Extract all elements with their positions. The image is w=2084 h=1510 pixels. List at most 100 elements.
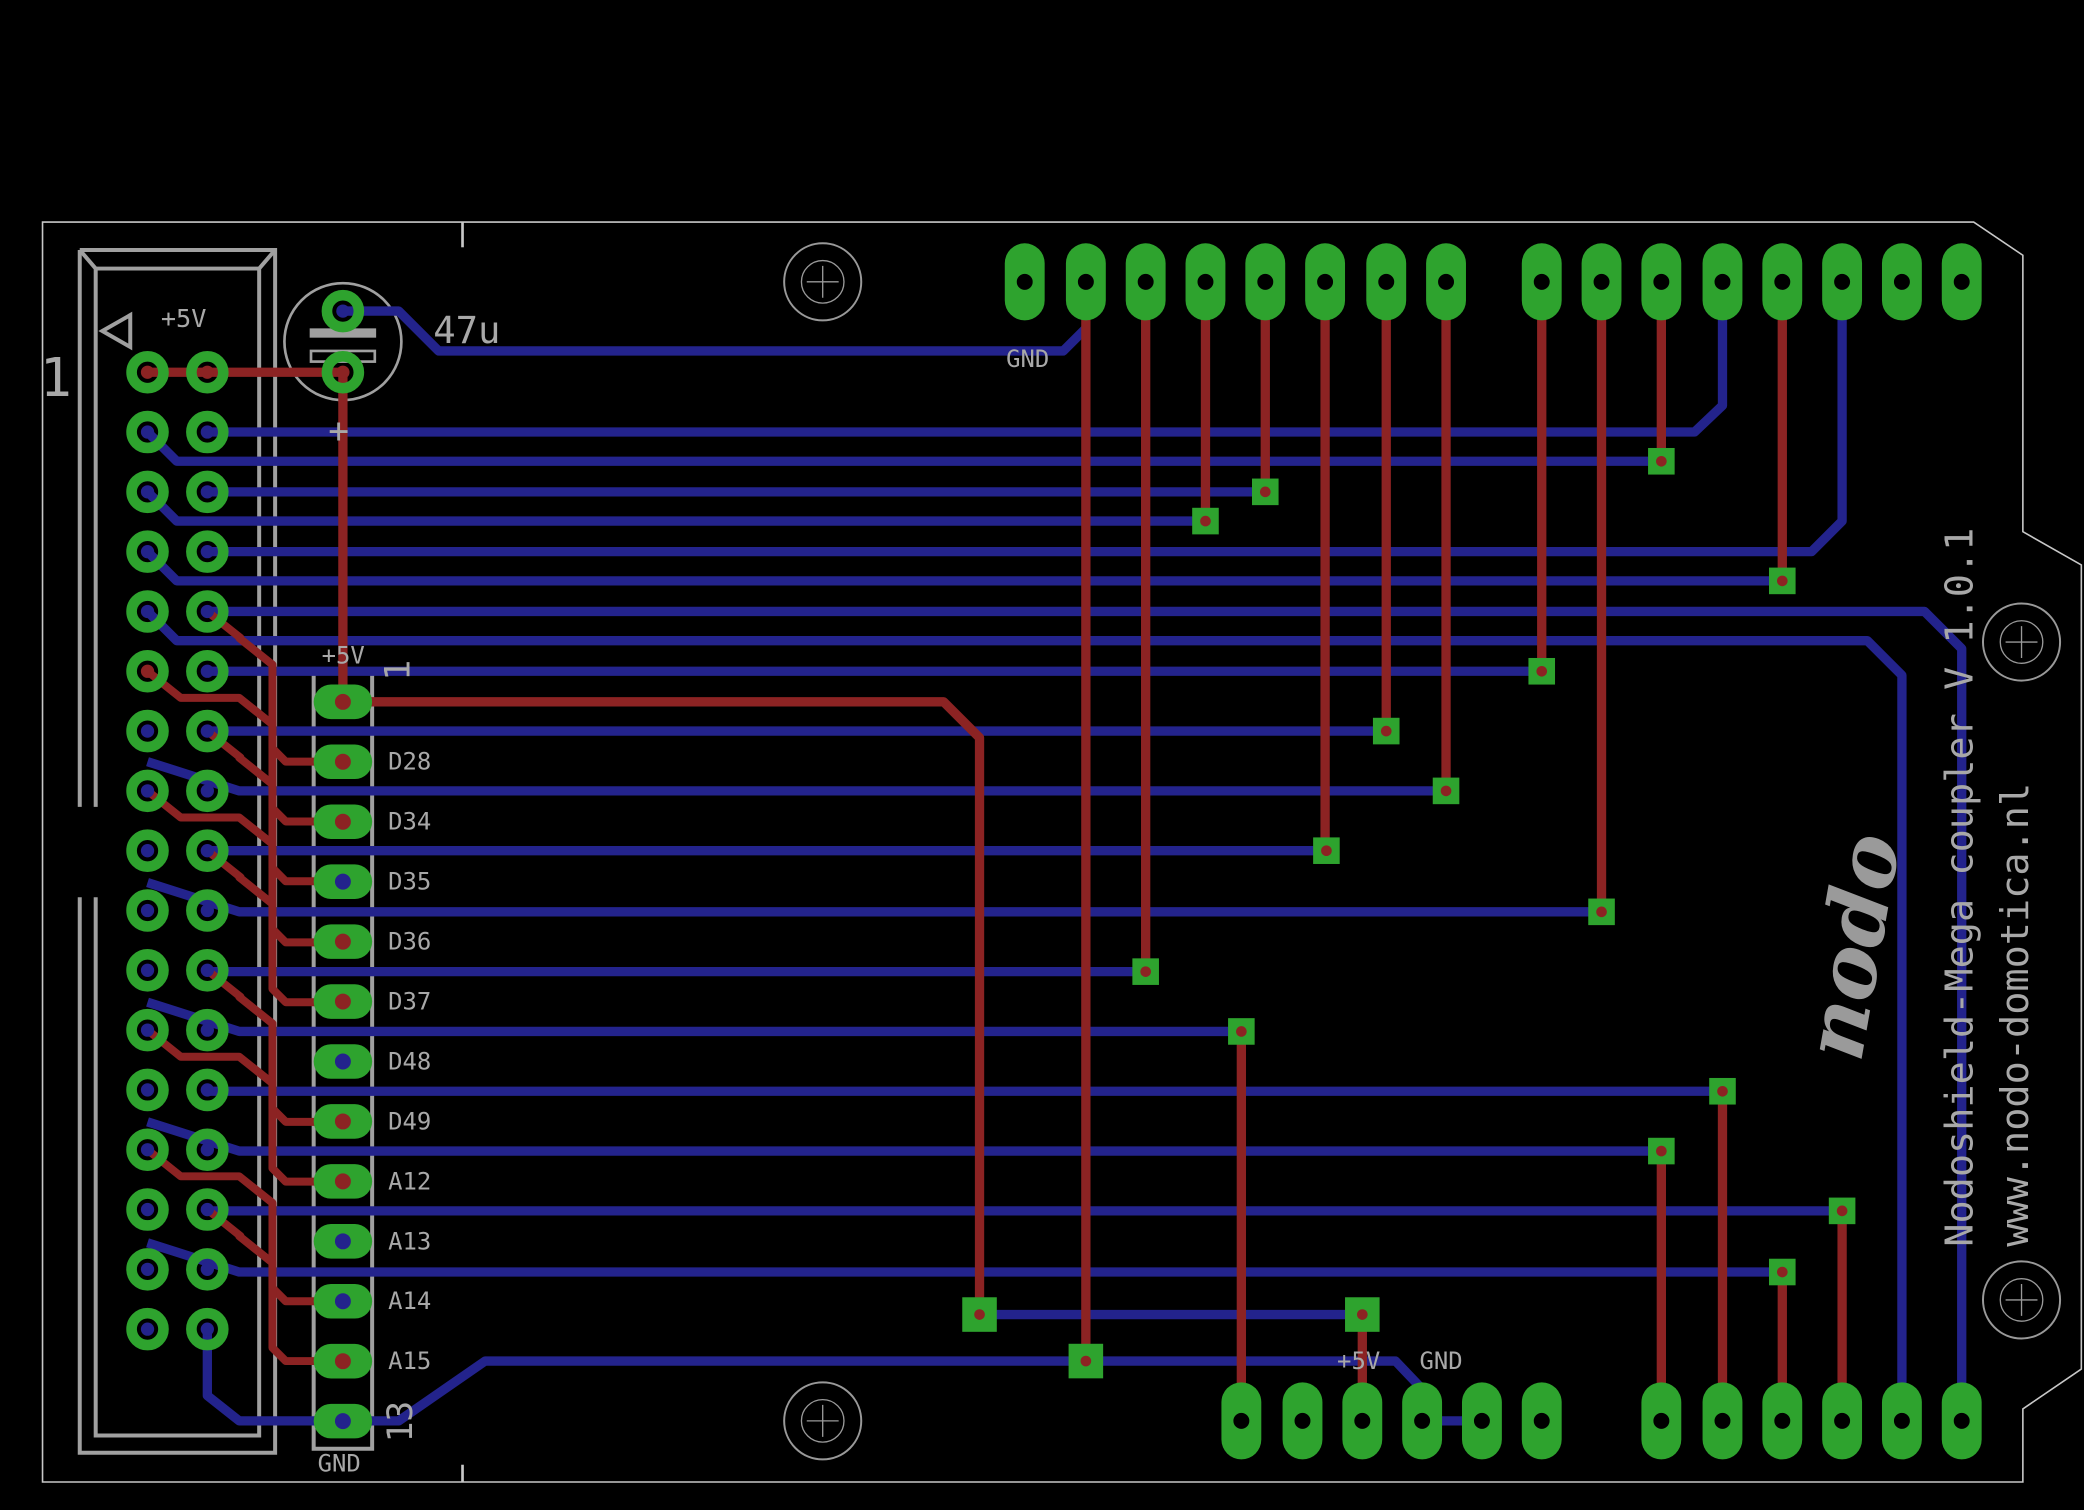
header-pad — [126, 530, 169, 573]
header-pad — [126, 1128, 169, 1172]
header-pad — [186, 1008, 229, 1052]
header-pad-drill — [140, 425, 155, 439]
header-oval-pad-drill — [1016, 273, 1033, 290]
sil-pad-drill — [334, 1113, 351, 1130]
header-pad — [126, 650, 169, 693]
header-pad-drill — [200, 425, 214, 439]
header-oval-pad-drill — [1653, 1412, 1670, 1429]
bottom-trace — [146, 997, 1242, 1037]
header-pad — [186, 530, 229, 573]
mounting-hole-ring — [800, 259, 845, 304]
header-oval-pad-drill — [1714, 273, 1731, 290]
mounting-hole-ring — [1999, 1277, 2044, 1322]
bottom-5v-label: +5V — [1337, 1347, 1380, 1375]
header-pad — [126, 410, 169, 454]
via-drill — [1140, 966, 1151, 977]
capacitor-pad — [321, 350, 365, 394]
bottom-trace — [342, 306, 1090, 356]
header-pad-drill — [140, 724, 155, 738]
header-pad-drill — [200, 604, 214, 619]
mounting-hole-cross — [806, 1404, 839, 1437]
mounting-hole-cross — [2005, 1283, 2038, 1316]
header-outline — [77, 247, 278, 1455]
header-oval-pad-drill — [1774, 273, 1791, 290]
sil-pin-label: D34 — [388, 808, 431, 836]
header-oval-pad-drill — [1834, 1412, 1851, 1429]
header-pad — [126, 1307, 169, 1351]
header-pad — [126, 1248, 169, 1291]
header-oval-pad-drill — [1137, 273, 1154, 290]
header-pad-drill — [200, 664, 214, 678]
top-trace — [204, 608, 343, 766]
top-trace — [342, 697, 985, 1315]
via-drill — [974, 1309, 985, 1320]
header-oval-pad-drill — [1533, 273, 1550, 290]
bottom-trace — [146, 1238, 1783, 1277]
sil-pad-drill — [334, 753, 351, 770]
bottom-trace — [207, 281, 1847, 557]
board-outline — [41, 221, 2083, 1483]
header-pad — [186, 949, 229, 992]
header-pad-drill — [140, 784, 155, 798]
top-trace — [204, 727, 343, 886]
header-oval-pad-drill — [1294, 1412, 1311, 1429]
via-drill — [1536, 665, 1548, 677]
via-drill — [1080, 1355, 1092, 1367]
top-trace — [204, 967, 343, 1126]
top-trace — [145, 1146, 343, 1306]
header-pad-drill — [200, 545, 214, 559]
header-oval-pad-drill — [1893, 1412, 1910, 1429]
header-pad — [186, 709, 229, 753]
header-oval-pad-drill — [1197, 273, 1214, 290]
header-oval-pad-drill — [1233, 1412, 1250, 1429]
capacitor-plus: + — [328, 412, 349, 452]
capacitor-pad — [321, 289, 365, 333]
header-pad — [186, 410, 229, 454]
header-oval-pad-drill — [1953, 273, 1970, 290]
header-pad-drill — [140, 844, 155, 858]
via-drill — [1356, 1309, 1368, 1320]
header-pad — [126, 470, 169, 514]
header-pad-drill — [140, 365, 155, 379]
pin1-marker-icon — [98, 311, 133, 351]
header-pad — [186, 1248, 229, 1291]
header-pad — [126, 829, 169, 872]
sil-pin-label: D49 — [388, 1107, 431, 1135]
header-pad-drill — [140, 545, 155, 559]
via-drill — [1656, 1145, 1667, 1157]
sil-pin-label: D35 — [388, 868, 431, 896]
sil-pin-label: D48 — [388, 1047, 431, 1075]
via-drill — [1776, 1266, 1788, 1278]
mounting-hole-cross — [2005, 626, 2038, 658]
sil-pin-label: A13 — [388, 1227, 431, 1255]
header-pad — [126, 1008, 169, 1052]
mounting-hole-icon — [1981, 602, 2062, 682]
sil-pin-label: 1 — [378, 660, 418, 681]
top-trace — [147, 367, 348, 702]
mounting-hole-icon — [1981, 1260, 2062, 1340]
header-pad-drill — [140, 1083, 155, 1097]
via-drill — [1321, 845, 1332, 857]
via-drill — [1259, 486, 1271, 498]
sil-pad-drill — [334, 693, 351, 710]
mounting-hole-ring — [1999, 620, 2044, 664]
header-pad-drill — [140, 485, 155, 499]
sil-pad-drill — [334, 873, 351, 890]
bottom-trace — [207, 606, 1967, 1421]
header-pad — [126, 350, 169, 394]
header-pad — [186, 650, 229, 693]
top-trace — [204, 847, 343, 1007]
header-oval-pad-drill — [1714, 1412, 1731, 1429]
sil-pad-drill — [334, 1293, 351, 1310]
header-pad-drill — [200, 365, 214, 379]
header-pad — [126, 769, 169, 813]
header-oval-pad-drill — [1473, 1412, 1490, 1429]
header-pad — [126, 889, 169, 932]
header-pad-drill — [140, 903, 155, 918]
header-pad — [186, 769, 229, 813]
via-drill — [1200, 515, 1211, 527]
sil-pin-label: A12 — [388, 1167, 431, 1195]
sil-pin-label: D28 — [388, 748, 431, 776]
header-pad-drill — [200, 1083, 214, 1097]
via-drill — [1776, 575, 1788, 587]
